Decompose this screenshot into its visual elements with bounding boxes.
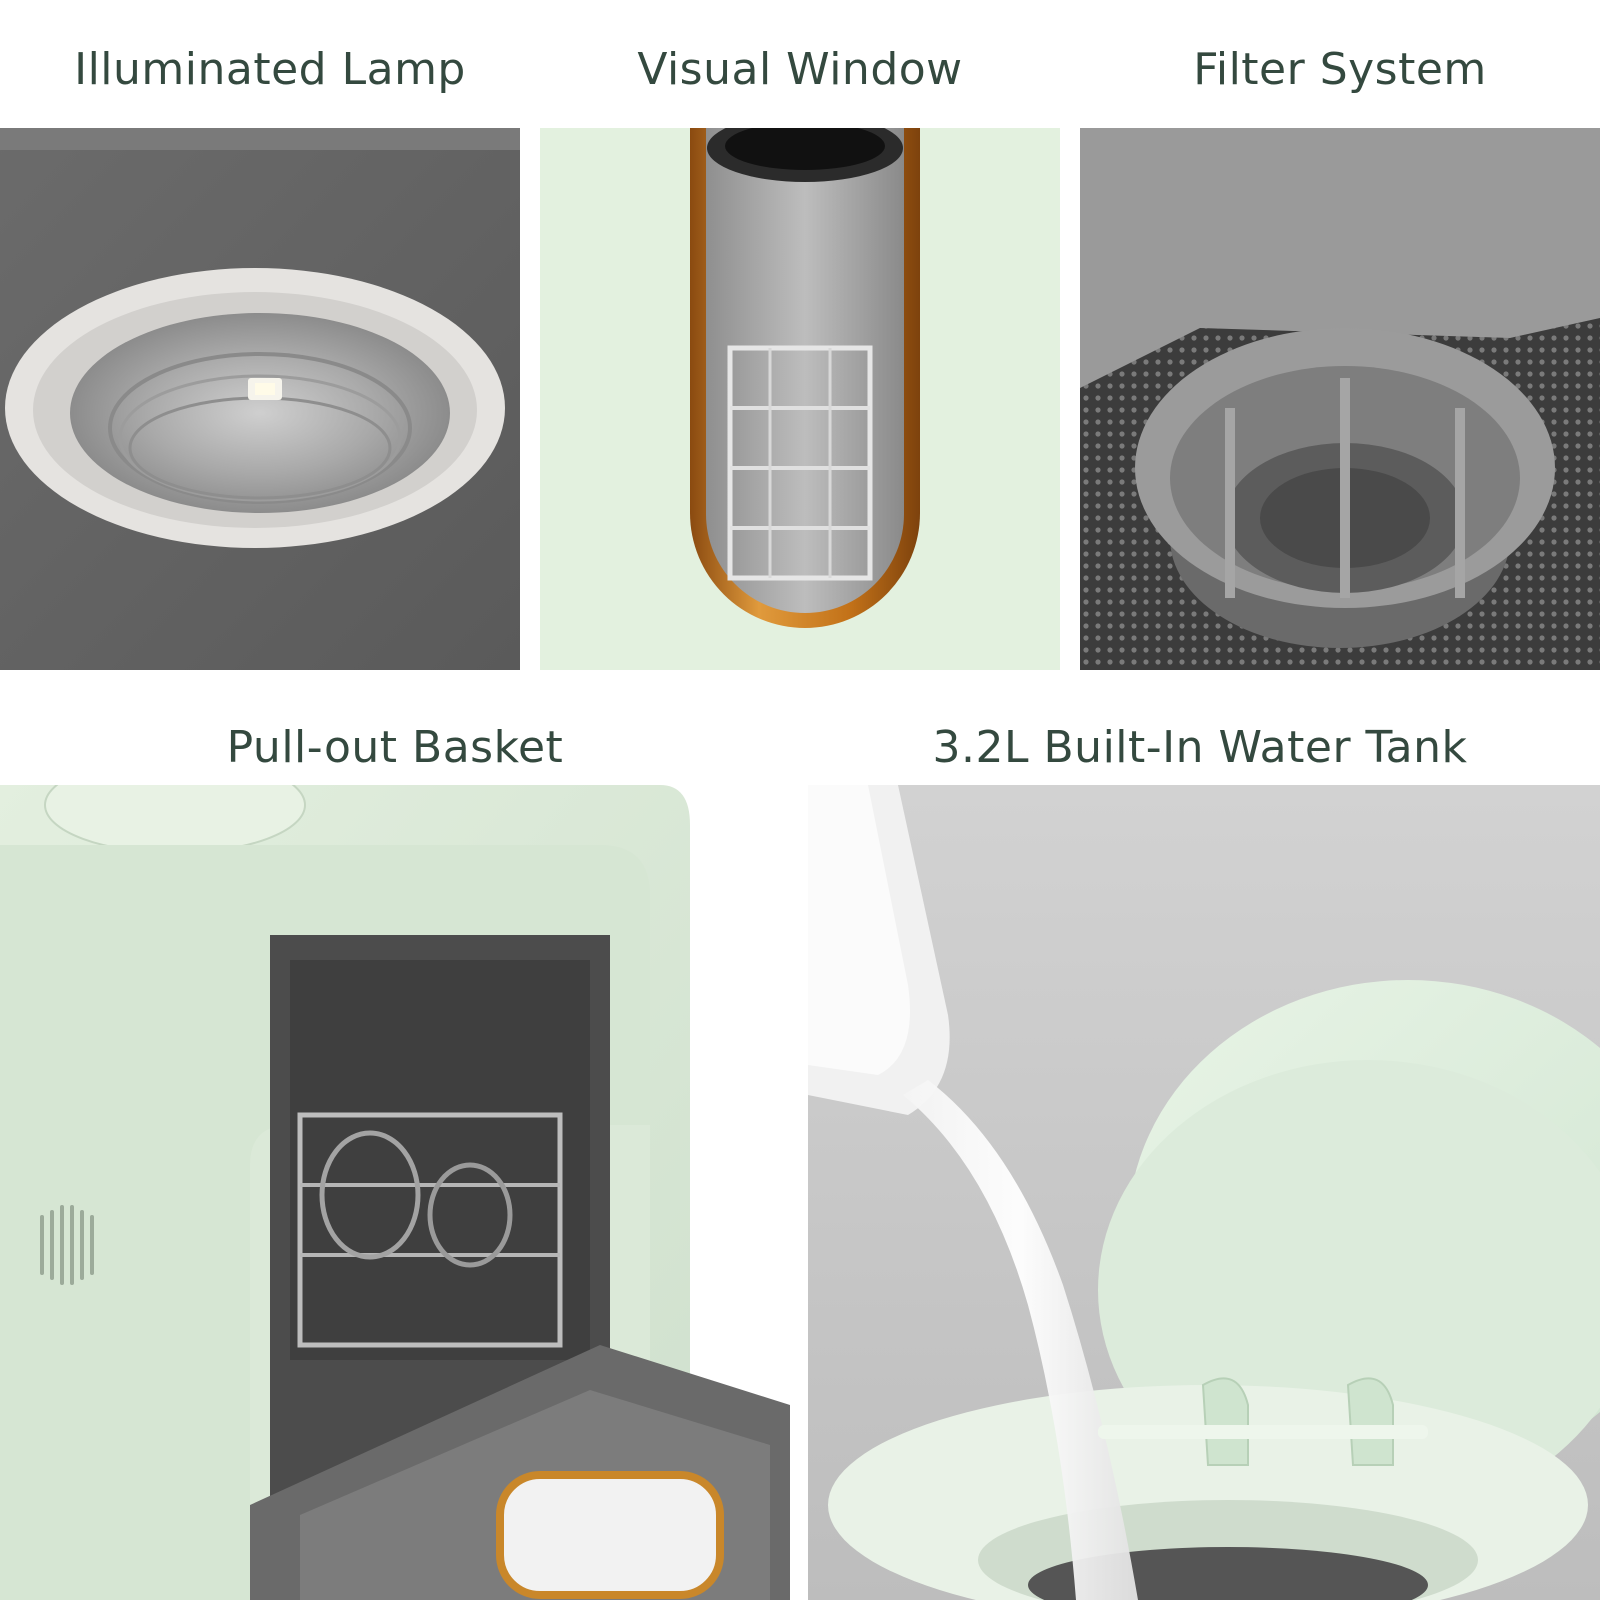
feature-title-visual-window: Visual Window — [637, 44, 963, 95]
illuminated-lamp-photo — [0, 128, 520, 670]
feature-title-filter-system: Filter System — [1193, 44, 1487, 95]
water-tank-photo — [808, 785, 1600, 1600]
pull-out-basket-photo — [0, 785, 790, 1600]
feature-title-pull-out-basket: Pull-out Basket — [226, 722, 564, 773]
feature-title-water-tank: 3.2L Built-In Water Tank — [932, 722, 1468, 773]
feature-title-illuminated-lamp: Illuminated Lamp — [74, 44, 466, 95]
visual-window-photo — [540, 128, 1060, 670]
filter-system-photo — [1080, 128, 1600, 670]
